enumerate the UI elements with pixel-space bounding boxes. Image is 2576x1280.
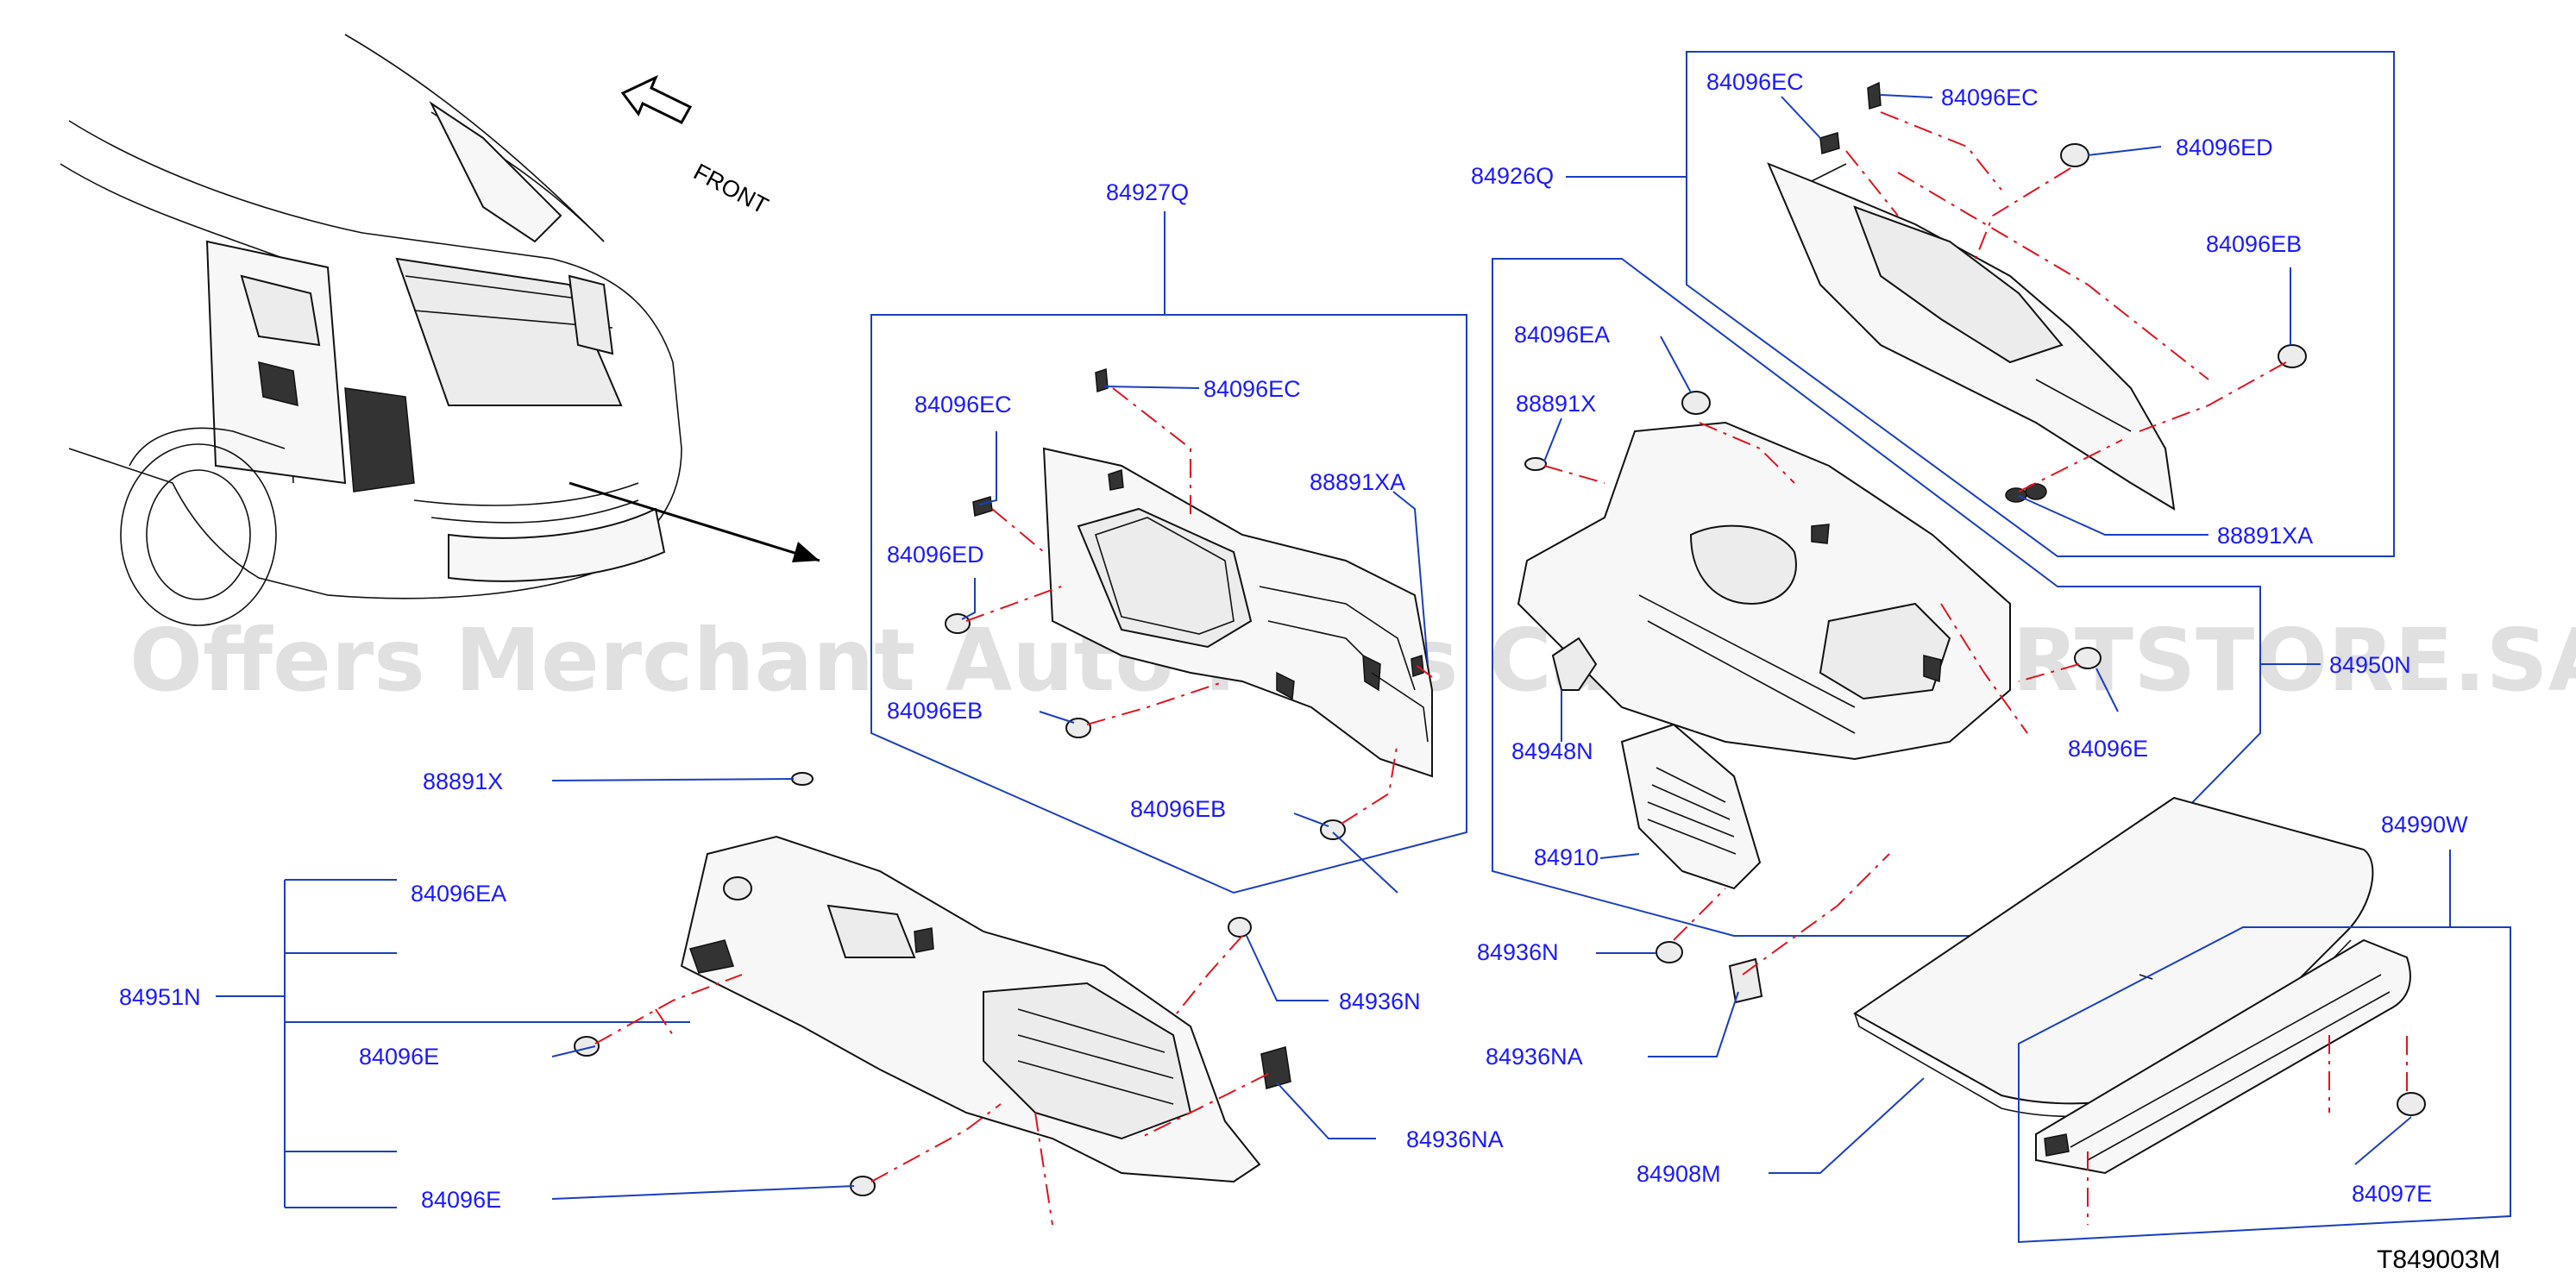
label-84096ea-a: 84096EA xyxy=(1514,322,1610,348)
label-84990w: 84990W xyxy=(2381,812,2468,838)
clips-84950n xyxy=(1524,391,2102,1004)
label-84951n: 84951N xyxy=(119,984,201,1010)
label-88891xa-a: 88891XA xyxy=(1310,469,1405,495)
vehicle-rear-illustration xyxy=(60,34,820,626)
label-84096ec-c: 84096EC xyxy=(1706,69,1804,95)
front-label: FRONT xyxy=(689,159,772,219)
label-84926q: 84926Q xyxy=(1471,163,1554,189)
luggage-side-lower-finisher xyxy=(1517,421,2011,761)
rear-quarter-trim-84927q xyxy=(1042,447,1433,778)
label-84936n-b: 84936N xyxy=(1339,988,1421,1014)
label-84096ea-b: 84096EA xyxy=(411,881,506,907)
label-84097e: 84097E xyxy=(2352,1181,2432,1207)
label-84096ed-a: 84096ED xyxy=(887,542,984,568)
label-84936na-b: 84936NA xyxy=(1406,1126,1504,1152)
label-88891x-a: 88891X xyxy=(1516,391,1596,417)
frame-84927q xyxy=(870,211,1467,894)
front-direction-indicator: FRONT xyxy=(620,74,772,219)
label-84096eb-b: 84096EB xyxy=(1130,796,1226,822)
label-84910: 84910 xyxy=(1534,844,1599,870)
label-84096ec-d: 84096EC xyxy=(1941,85,2039,110)
diagram-code: T849003M xyxy=(2377,1245,2500,1274)
clip-84097e xyxy=(2087,1035,2426,1225)
label-84096e-c: 84096E xyxy=(421,1187,501,1213)
fastener-guides-84927q xyxy=(965,387,1433,825)
label-88891x-b: 88891X xyxy=(423,769,503,794)
clips-84951n xyxy=(574,772,1291,1196)
part-labels: 84927Q 84926Q 84096EC 84096EC 84096EC 84… xyxy=(119,69,2468,1213)
label-84096ec-b: 84096EC xyxy=(1203,376,1301,402)
speaker-grille-84910 xyxy=(1620,723,1762,890)
fastener-guides-84951n xyxy=(594,935,1269,1226)
frame-84950n xyxy=(1492,258,2321,937)
label-84950n: 84950N xyxy=(2329,652,2411,678)
label-84936na-a: 84936NA xyxy=(1486,1044,1583,1070)
label-84096eb-c: 84096EB xyxy=(2206,231,2302,257)
clips-84926q xyxy=(1819,81,2307,503)
label-84927q: 84927Q xyxy=(1106,179,1189,205)
trim-panel-84948n xyxy=(1551,637,1598,691)
label-84096ec-a: 84096EC xyxy=(914,392,1012,417)
luggage-side-lower-finisher-84951n xyxy=(680,835,1261,1183)
label-84096eb-a: 84096EB xyxy=(887,698,983,724)
fastener-guides-84950n xyxy=(1543,422,2080,976)
leader-lines xyxy=(551,94,2412,1200)
label-84096e-a: 84096E xyxy=(2068,736,2148,762)
label-84948n: 84948N xyxy=(1511,738,1593,764)
rear-bumper-finisher-84990w xyxy=(2035,938,2411,1175)
label-88891xa-b: 88891XA xyxy=(2217,523,2313,549)
frame-84990w xyxy=(2018,850,2511,1244)
bracket-84951n xyxy=(216,879,690,1208)
fastener-guides-84926q xyxy=(1845,111,2287,493)
label-84908m: 84908M xyxy=(1637,1161,1721,1187)
frame-84926q xyxy=(1566,51,2395,557)
label-84936n-a: 84936N xyxy=(1477,939,1559,965)
label-84096ed-b: 84096ED xyxy=(2176,135,2273,160)
label-84096e-b: 84096E xyxy=(359,1044,439,1070)
